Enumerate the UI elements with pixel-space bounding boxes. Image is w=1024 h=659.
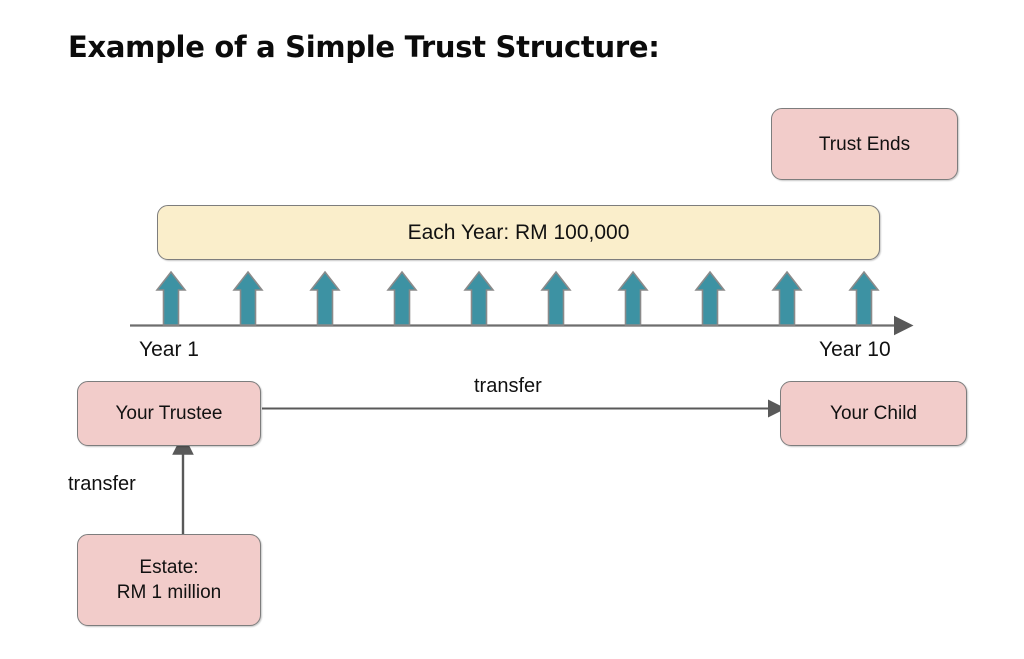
- payment-arrows: [155, 270, 880, 326]
- axis-caption-end: Year 10: [819, 338, 891, 361]
- node-your-trustee-label: Your Trustee: [115, 403, 223, 424]
- payment-arrow-8: [694, 270, 726, 326]
- payment-arrow-1: [155, 270, 187, 326]
- payment-arrow-6: [540, 270, 572, 326]
- payment-arrow-9: [771, 270, 803, 326]
- edge-label-estate-to-trustee: transfer: [68, 473, 136, 495]
- edge-label-trustee-to-child: transfer: [474, 375, 542, 397]
- node-trust-ends-label: Trust Ends: [818, 133, 911, 155]
- payment-arrow-5: [463, 270, 495, 326]
- node-your-child[interactable]: Your Child: [780, 381, 967, 446]
- payment-arrow-3: [309, 270, 341, 326]
- payment-arrow-4: [386, 270, 418, 326]
- page-title: Example of a Simple Trust Structure:: [68, 30, 660, 64]
- node-your-trustee[interactable]: Your Trustee: [77, 381, 261, 446]
- node-estate-label: Estate: RM 1 million: [116, 557, 222, 603]
- node-each-year-payment[interactable]: Each Year: RM 100,000: [157, 205, 880, 260]
- node-trust-ends[interactable]: Trust Ends: [771, 108, 958, 180]
- node-estate[interactable]: Estate: RM 1 million: [77, 534, 261, 626]
- payment-arrow-2: [232, 270, 264, 326]
- payment-arrow-10: [848, 270, 880, 326]
- payment-arrow-7: [617, 270, 649, 326]
- node-each-year-label: Each Year: RM 100,000: [407, 221, 630, 244]
- node-your-child-label: Your Child: [830, 403, 917, 424]
- axis-caption-start: Year 1: [139, 338, 199, 361]
